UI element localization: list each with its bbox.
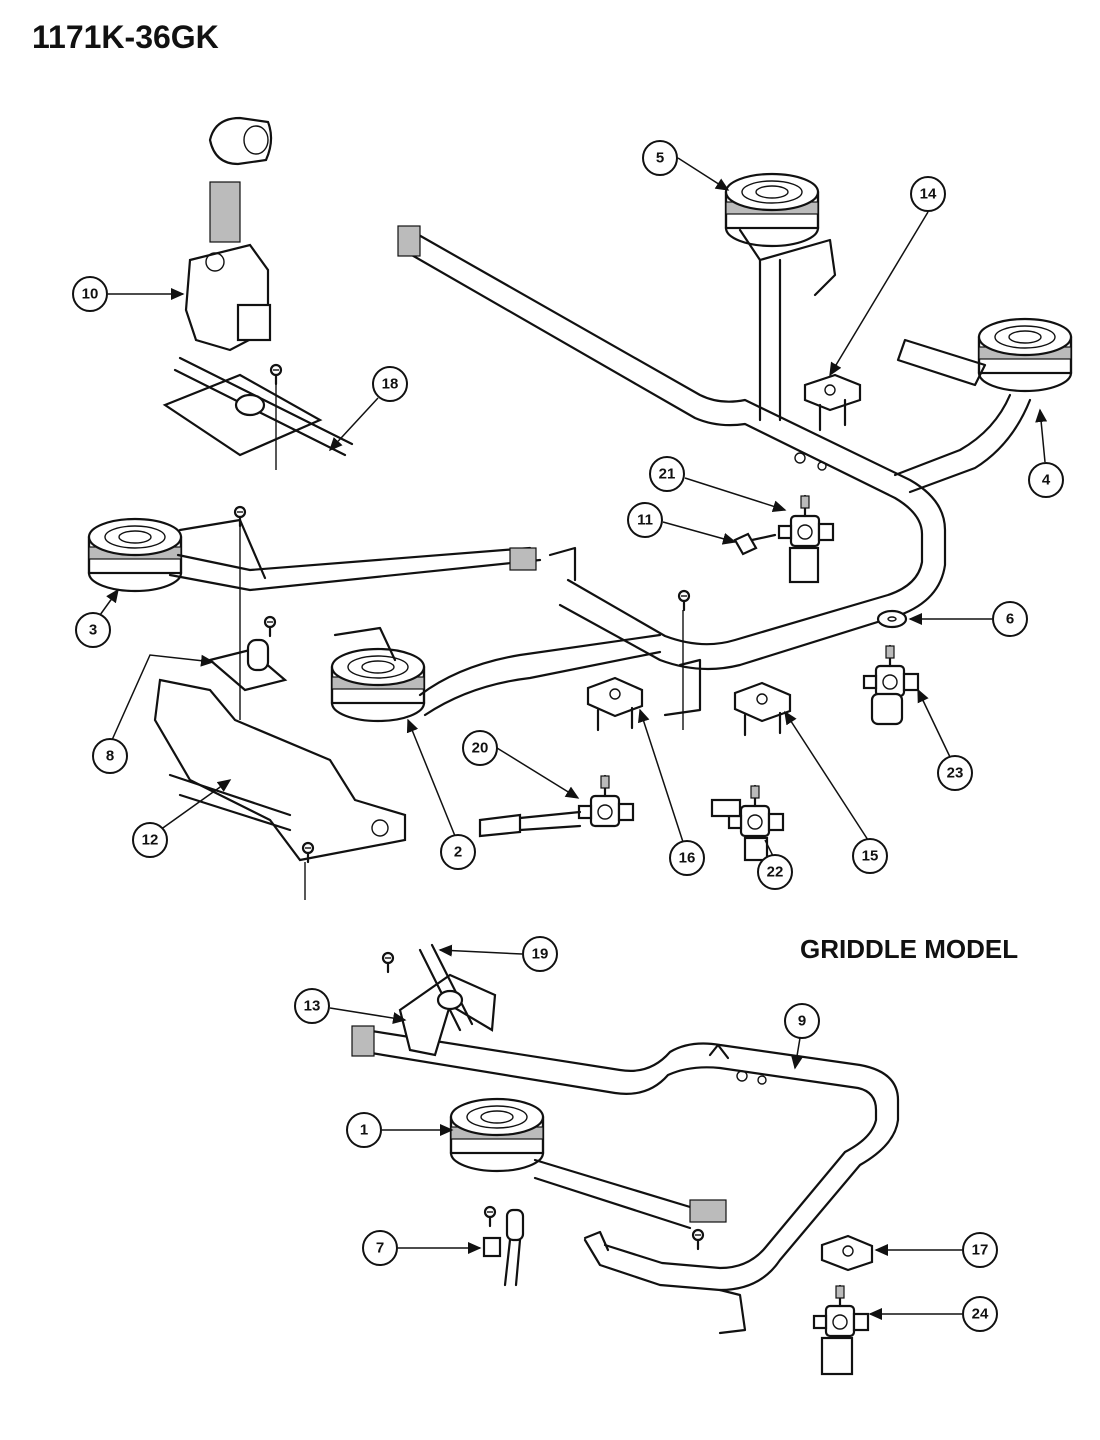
svg-text:22: 22 [767, 864, 784, 881]
svg-text:23: 23 [947, 765, 964, 782]
svg-text:12: 12 [142, 832, 159, 849]
svg-text:24: 24 [972, 1306, 989, 1323]
washer-6 [876, 609, 908, 629]
valve-23 [862, 644, 920, 726]
callout-17: 17 [874, 1232, 998, 1268]
burner-2 [330, 626, 662, 723]
callout-11: 11 [627, 502, 737, 545]
burner-5 [724, 172, 837, 422]
callout-22: 22 [757, 839, 793, 890]
svg-text:6: 6 [1006, 611, 1014, 628]
callout-10: 10 [72, 276, 185, 312]
callout-6: 6 [908, 601, 1028, 637]
burner-1 [449, 1097, 727, 1230]
svg-text:1: 1 [360, 1122, 368, 1139]
callout-18: 18 [328, 366, 408, 452]
part-15-clip [733, 681, 792, 737]
bracket-13 [381, 943, 497, 1057]
callout-5: 5 [642, 140, 730, 191]
callout-23: 23 [917, 688, 973, 791]
callout-19: 19 [438, 936, 558, 972]
section-label: GRIDDLE MODEL [800, 934, 1018, 964]
callout-3: 3 [75, 588, 119, 648]
valve-20 [478, 774, 635, 838]
svg-text:14: 14 [920, 186, 937, 203]
callout-2: 2 [406, 718, 476, 870]
svg-text:16: 16 [679, 850, 696, 867]
manifold-bracket [548, 546, 702, 730]
part-14-bracket [803, 373, 862, 432]
griddle-manifold [351, 1025, 900, 1335]
part-17-clip [820, 1234, 874, 1272]
manifold-pipe [397, 225, 947, 671]
burner-3 [87, 517, 542, 593]
callout-1: 1 [346, 1112, 454, 1148]
svg-text:7: 7 [376, 1240, 384, 1257]
valve-22 [710, 784, 785, 862]
svg-text:21: 21 [659, 466, 676, 483]
svg-text:19: 19 [532, 946, 549, 963]
svg-text:13: 13 [304, 998, 321, 1015]
callout-16: 16 [638, 708, 705, 876]
screw-11 [733, 532, 777, 556]
burner-4 [893, 317, 1073, 494]
part-16-clip [586, 676, 644, 732]
callout-21: 21 [649, 456, 787, 513]
svg-text:18: 18 [382, 376, 399, 393]
svg-text:11: 11 [637, 512, 653, 529]
callout-14: 14 [829, 176, 946, 377]
svg-text:8: 8 [106, 748, 114, 765]
pressure-regulator [184, 116, 273, 352]
bracket-assembly [162, 356, 354, 470]
callout-20: 20 [462, 730, 580, 799]
callout-24: 24 [868, 1296, 998, 1332]
callout-13: 13 [294, 988, 407, 1025]
callout-15: 15 [784, 710, 888, 874]
valve-24 [812, 1284, 870, 1376]
callout-7: 7 [362, 1230, 482, 1266]
svg-text:20: 20 [472, 740, 489, 757]
callout-4: 4 [1028, 408, 1064, 498]
svg-text:3: 3 [89, 622, 97, 639]
svg-text:5: 5 [656, 150, 664, 167]
valve-21 [777, 494, 835, 584]
svg-text:17: 17 [972, 1242, 989, 1259]
callout-9: 9 [784, 1003, 820, 1070]
svg-text:2: 2 [454, 844, 462, 861]
svg-text:10: 10 [82, 286, 99, 303]
callout-8: 8 [92, 654, 215, 774]
svg-text:15: 15 [862, 848, 879, 865]
model-number: 1171K-36GK [32, 19, 219, 55]
callout-12: 12 [132, 779, 232, 858]
svg-text:4: 4 [1042, 472, 1051, 489]
plate-12 [153, 678, 407, 900]
bracket-8 [207, 505, 288, 720]
part-7-igniter [482, 1205, 525, 1287]
svg-text:9: 9 [798, 1013, 806, 1030]
